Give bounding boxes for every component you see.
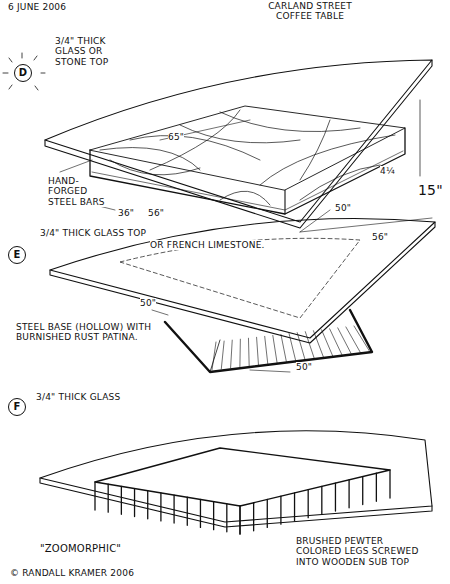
label-text: 4¼ xyxy=(380,166,395,176)
note-label: © RANDALL KRAMER 2006 xyxy=(10,568,134,578)
option-letter: D xyxy=(19,67,28,79)
label-text: OR FRENCH LIMESTONE. xyxy=(150,240,265,250)
note-label: 4¼ xyxy=(380,166,395,176)
option-circle: F xyxy=(8,398,26,416)
title-text: CARLAND STREET COFFEE TABLE xyxy=(268,1,352,21)
note-label: 15" xyxy=(418,182,443,198)
table-f xyxy=(40,431,432,527)
pewter-legs xyxy=(95,470,390,534)
option-letter: F xyxy=(13,401,20,413)
label-text: BRUSHED PEWTER COLORED LEGS SCREWED INTO… xyxy=(296,536,419,567)
table-e xyxy=(50,218,435,372)
note-label: OR FRENCH LIMESTONE. xyxy=(150,240,265,250)
label-text: 50" xyxy=(296,362,312,372)
note-label: 50" xyxy=(335,203,351,213)
label-text: 3/4" THICK GLASS TOP xyxy=(40,228,146,238)
label-text: "ZOOMORPHIC" xyxy=(40,543,121,554)
option-letter: E xyxy=(13,249,20,261)
label-text: 65" xyxy=(168,132,184,142)
label-text: 6 JUNE 2006 xyxy=(8,2,66,12)
label-text: 56" xyxy=(372,232,388,242)
note-label: 56" xyxy=(148,208,164,218)
label-text: 36" xyxy=(118,208,134,218)
note-label: 50" xyxy=(140,298,156,308)
sun-doodle xyxy=(3,53,45,90)
option-circle: D xyxy=(14,64,32,82)
note-label: HAND-FORGED STEEL BARS xyxy=(48,176,118,207)
note-label: "ZOOMORPHIC" xyxy=(40,543,121,555)
option-circle: E xyxy=(8,246,26,264)
label-text: HAND-FORGED STEEL BARS xyxy=(48,176,105,207)
note-label: 50" xyxy=(296,362,312,372)
label-text: STEEL BASE (HOLLOW) WITH BURNISHED RUST … xyxy=(16,322,151,342)
table-d xyxy=(45,60,432,232)
label-text: 15" xyxy=(418,182,443,198)
label-text: 50" xyxy=(140,298,156,308)
note-label: 56" xyxy=(372,232,388,242)
note-label: 6 JUNE 2006 xyxy=(8,2,66,12)
label-text: 3/4" THICK GLASS xyxy=(36,392,120,402)
label-text: 3/4" THICK GLASS OR STONE TOP xyxy=(55,36,108,67)
note-label: 36" xyxy=(118,208,134,218)
sketch-title: CARLAND STREET COFFEE TABLE xyxy=(255,1,365,22)
note-label: 3/4" THICK GLASS TOP xyxy=(40,228,146,238)
note-label: 65" xyxy=(168,132,184,142)
label-text: 56" xyxy=(148,208,164,218)
note-label: 3/4" THICK GLASS OR STONE TOP xyxy=(55,36,133,67)
note-label: 3/4" THICK GLASS xyxy=(36,392,120,402)
note-label: STEEL BASE (HOLLOW) WITH BURNISHED RUST … xyxy=(16,322,154,343)
label-text: © RANDALL KRAMER 2006 xyxy=(10,568,134,578)
rust-hatching xyxy=(212,326,370,370)
note-label: BRUSHED PEWTER COLORED LEGS SCREWED INTO… xyxy=(296,536,426,567)
label-text: 50" xyxy=(335,203,351,213)
